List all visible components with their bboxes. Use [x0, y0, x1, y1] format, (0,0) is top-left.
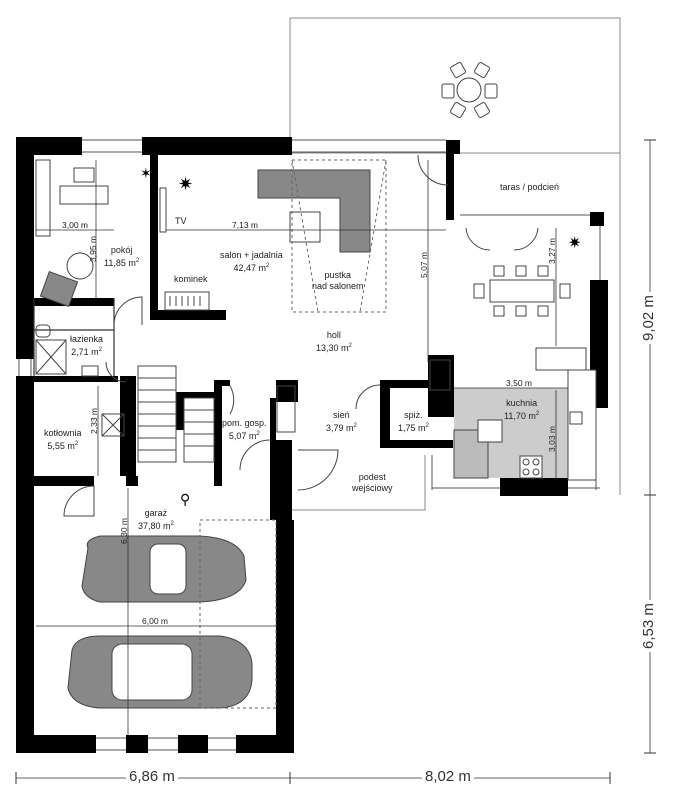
walls: [16, 137, 608, 753]
interior-lines: [33, 298, 115, 376]
dimension-lines: [16, 140, 651, 779]
terrace-outline: [289, 17, 621, 154]
boiler: [101, 413, 125, 437]
dimension-ticks: [15, 139, 656, 784]
room-furniture: [35, 159, 210, 311]
stairs: [137, 365, 215, 463]
closet-sien: [276, 385, 296, 433]
car-lower: [67, 635, 253, 709]
car-upper: [81, 535, 247, 603]
kitchen-furniture: [453, 347, 597, 481]
entrance-platform-outline: [289, 455, 426, 511]
doors: [63, 154, 539, 517]
garden-table-set: [441, 62, 498, 118]
dining-table: [473, 265, 571, 317]
bicycle-icon: ⚲: [180, 491, 190, 507]
svg-text:✷: ✷: [568, 235, 581, 252]
plant-icons: ✶ ✷ ✷: [140, 165, 581, 252]
bathroom-fixtures: [35, 324, 99, 377]
void-outline: [291, 159, 387, 313]
svg-text:✷: ✷: [178, 174, 193, 194]
svg-text:✶: ✶: [140, 165, 152, 181]
garage-bay-outline: [199, 519, 277, 709]
closet-spiz: [429, 359, 451, 391]
sofa: [257, 169, 371, 253]
